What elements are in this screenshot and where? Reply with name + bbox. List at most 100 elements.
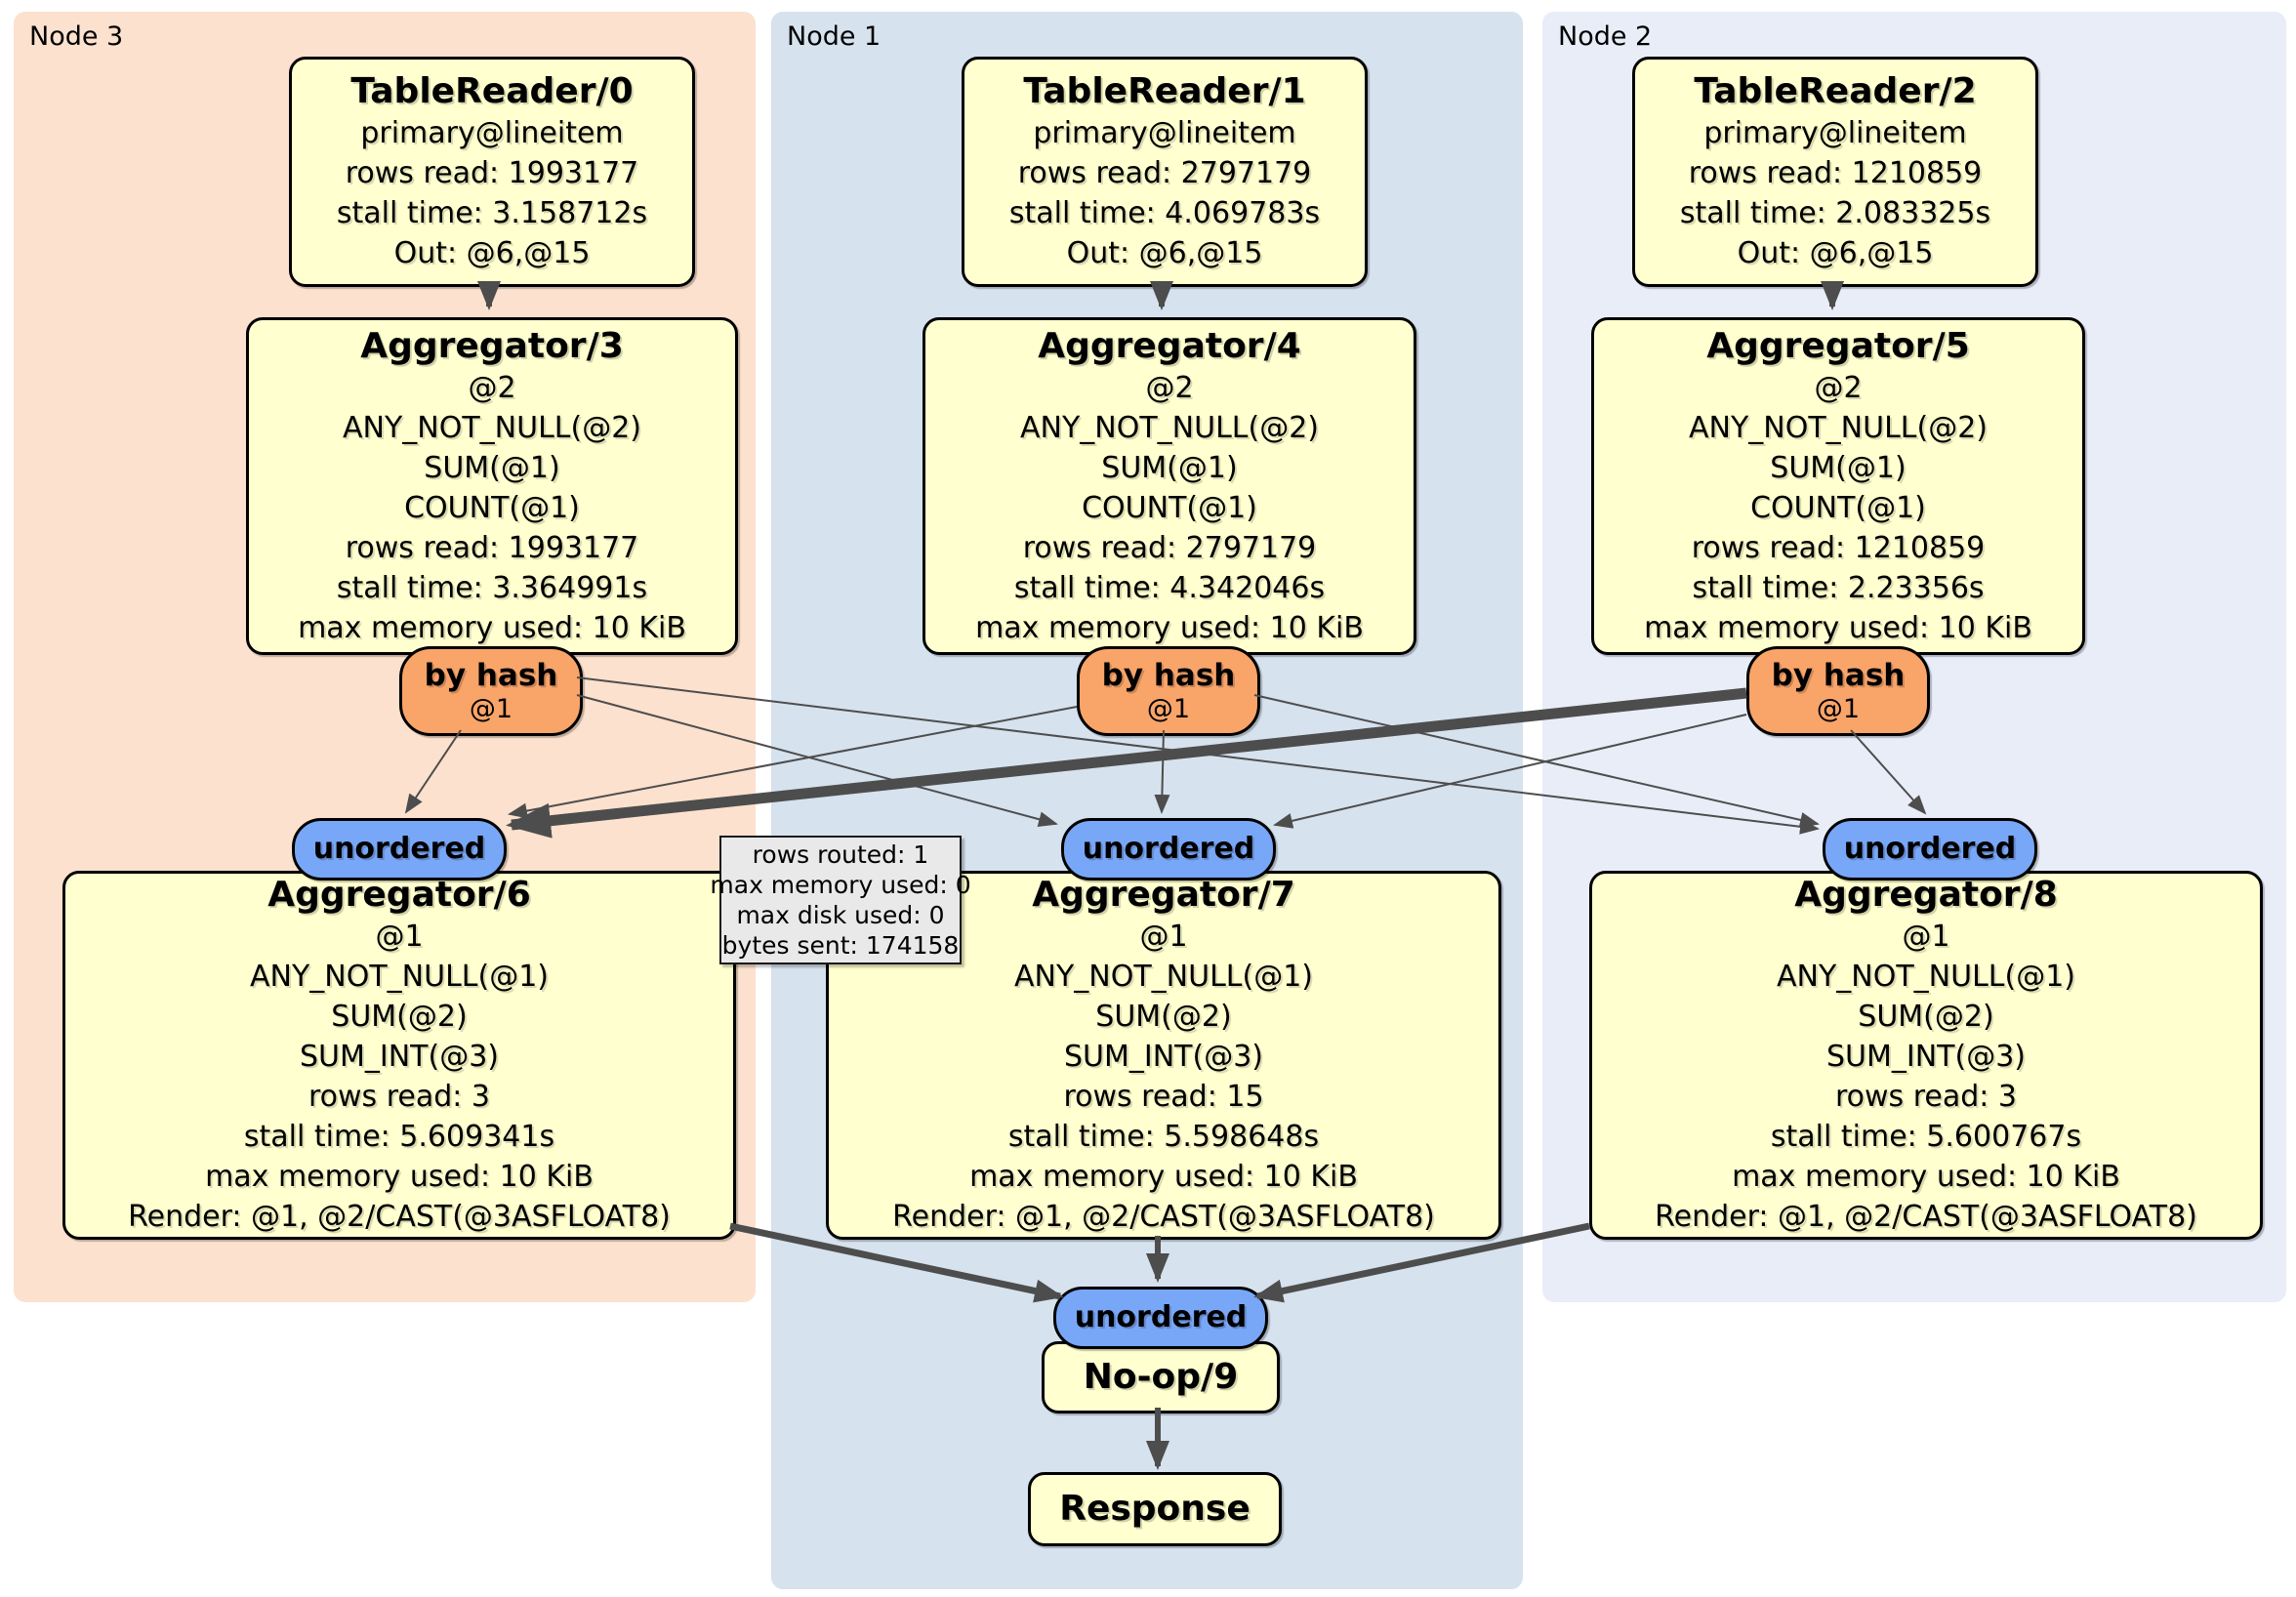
text-line: COUNT(@1) (1082, 490, 1257, 525)
text-line: primary@lineitem (1703, 116, 1967, 150)
text-line: rows read: 1993177 (345, 156, 639, 190)
text-line: Out: @6,@15 (393, 236, 591, 270)
router-label: by hash (1771, 658, 1906, 693)
router-by-hash-node1[interactable]: by hash @1 (1077, 646, 1260, 736)
processor-title: Aggregator/5 (1706, 325, 1970, 366)
text-line: SUM(@2) (331, 1000, 468, 1034)
text-line: SUM(@1) (1101, 450, 1238, 485)
processor-title: Aggregator/7 (1032, 875, 1295, 915)
text-line: @2 (468, 370, 516, 405)
text-line: max memory used: 10 KiB (298, 610, 686, 645)
text-line: max memory used: 10 KiB (975, 610, 1364, 645)
processor-title: Aggregator/8 (1794, 875, 2058, 915)
sync-label: unordered (1082, 832, 1255, 866)
text-line: primary@lineitem (1033, 116, 1296, 150)
text-line: SUM(@1) (424, 450, 560, 485)
text-line: SUM(@2) (1095, 1000, 1232, 1034)
text-line: ANY_NOT_NULL(@1) (1014, 960, 1313, 994)
processor-title: TableReader/2 (1694, 71, 1977, 111)
processor-title: Response (1059, 1489, 1250, 1529)
sync-unordered-node1[interactable]: unordered (1061, 818, 1276, 880)
edge-aggregator8-finalsync[interactable] (1253, 1222, 1590, 1303)
text-line: Out: @6,@15 (1737, 236, 1934, 270)
node-panel-1-label: Node 1 (787, 21, 882, 52)
router-by-hash-node3[interactable]: by hash @1 (399, 646, 583, 736)
text-line: SUM_INT(@3) (1064, 1040, 1263, 1074)
text-line: stall time: 3.158712s (336, 196, 648, 230)
processor-title: Aggregator/3 (360, 325, 624, 366)
text-line: max memory used: 10 KiB (205, 1160, 594, 1194)
text-line: Render: @1, @2/CAST(@3ASFLOAT8) (128, 1200, 671, 1234)
router-detail: @1 (469, 694, 513, 724)
processor-title: Aggregator/6 (267, 875, 531, 915)
text-line: @1 (375, 920, 424, 954)
sync-label: unordered (1074, 1300, 1248, 1334)
router-label: by hash (1101, 658, 1236, 693)
text-line: stall time: 4.069783s (1008, 196, 1321, 230)
router-detail: @1 (1146, 694, 1191, 724)
text-line: rows read: 2797179 (1022, 530, 1317, 565)
text-line: stall time: 2.23356s (1692, 570, 1985, 605)
sync-label: unordered (312, 832, 486, 866)
text-line: SUM(@1) (1770, 450, 1906, 485)
edge-hash3-sync3[interactable] (404, 729, 462, 814)
text-line: SUM(@2) (1858, 1000, 1994, 1034)
processor-response: Response (1028, 1472, 1282, 1546)
router-detail: @1 (1816, 694, 1861, 724)
sync-unordered-final[interactable]: unordered (1053, 1287, 1268, 1349)
text-line: Out: @6,@15 (1066, 236, 1263, 270)
text-line: stall time: 5.600767s (1770, 1120, 2082, 1154)
text-line: rows read: 3 (308, 1080, 491, 1114)
text-line: COUNT(@1) (1750, 490, 1926, 525)
text-line: Render: @1, @2/CAST(@3ASFLOAT8) (1655, 1200, 2197, 1234)
edge-aggregator6-finalsync[interactable] (729, 1222, 1064, 1303)
text-line: ANY_NOT_NULL(@1) (250, 960, 549, 994)
text-line: SUM_INT(@3) (300, 1040, 499, 1074)
processor-title: Aggregator/4 (1038, 325, 1301, 366)
edge-hash1-sync2[interactable] (1253, 694, 1820, 828)
text-line: max memory used: 0 (710, 871, 971, 899)
text-line: @1 (1139, 920, 1188, 954)
processor-title: TableReader/1 (1023, 71, 1306, 111)
sync-label: unordered (1843, 832, 2017, 866)
edge-hash2-sync3-highlighted[interactable] (506, 687, 1747, 839)
node-panel-3-label: Node 3 (29, 21, 124, 52)
text-line: @1 (1902, 920, 1950, 954)
processor-title: No-op/9 (1083, 1357, 1239, 1397)
text-line: ANY_NOT_NULL(@2) (1020, 410, 1319, 445)
text-line: rows read: 3 (1834, 1080, 2018, 1114)
text-line: max memory used: 10 KiB (1732, 1160, 2120, 1194)
edge-hash1-sync1[interactable] (1154, 729, 1170, 814)
edge-hash2-sync2[interactable] (1850, 729, 1927, 815)
processor-tablereader-0: TableReader/0 primary@lineitem rows read:… (289, 57, 695, 287)
text-line: rows routed: 1 (752, 840, 929, 869)
edge-hash3-sync1[interactable] (576, 694, 1058, 828)
text-line: rows read: 15 (1063, 1080, 1264, 1114)
edge-hash1-sync3[interactable] (508, 706, 1078, 819)
text-line: COUNT(@1) (404, 490, 580, 525)
text-line: rows read: 1993177 (345, 530, 639, 565)
text-line: ANY_NOT_NULL(@2) (1689, 410, 1988, 445)
text-line: stall time: 5.609341s (243, 1120, 555, 1154)
router-by-hash-node2[interactable]: by hash @1 (1746, 646, 1930, 736)
text-line: max disk used: 0 (736, 901, 945, 929)
sync-unordered-node2[interactable]: unordered (1823, 818, 2037, 880)
processor-title: TableReader/0 (350, 71, 634, 111)
text-line: stall time: 4.342046s (1013, 570, 1326, 605)
sync-unordered-node3[interactable]: unordered (292, 818, 507, 880)
text-line: max memory used: 10 KiB (1644, 610, 2032, 645)
node-panel-2-label: Node 2 (1558, 21, 1653, 52)
text-line: bytes sent: 174158 (721, 931, 960, 960)
text-line: @2 (1814, 370, 1863, 405)
edge-hash2-sync1[interactable] (1273, 714, 1747, 829)
text-line: primary@lineitem (360, 116, 624, 150)
